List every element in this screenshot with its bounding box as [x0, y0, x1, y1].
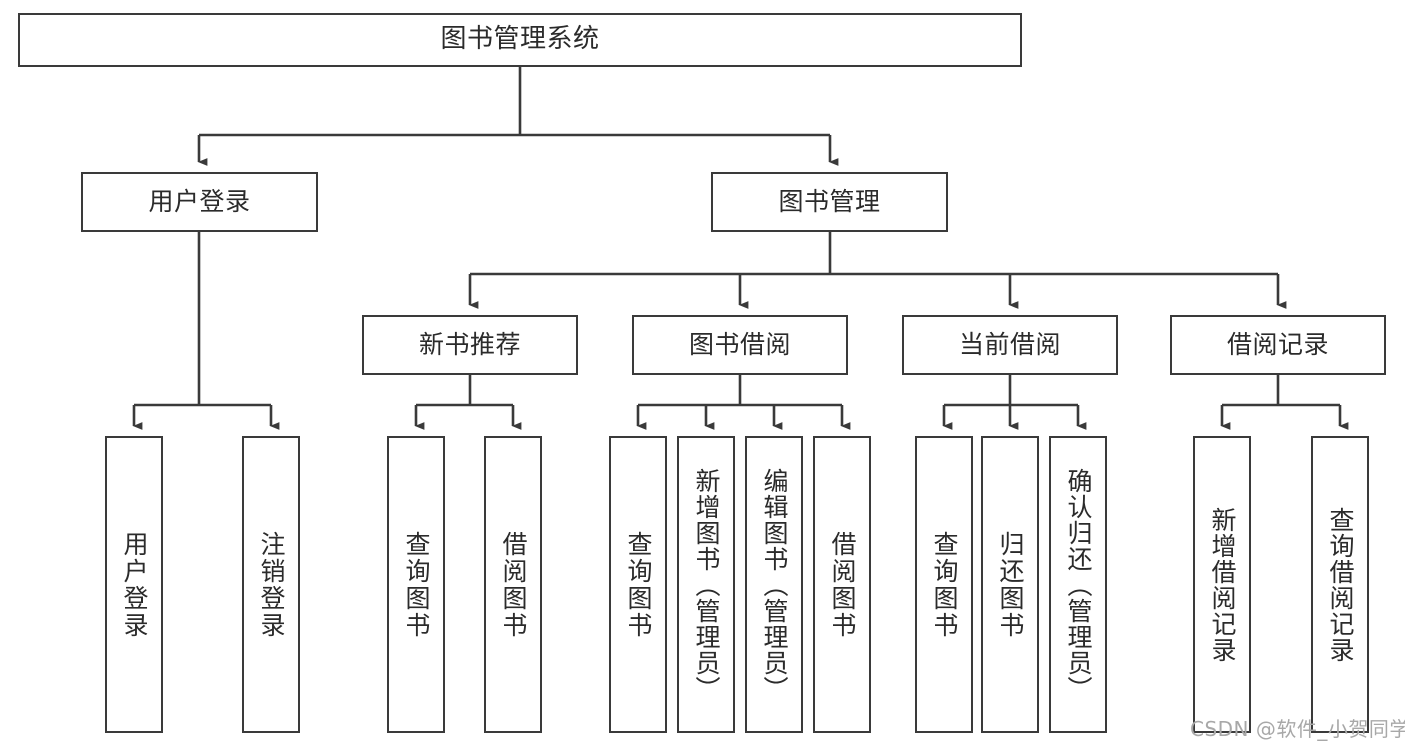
leaf-edit-book-admin[interactable]: 编辑图书（管理员） [745, 436, 803, 733]
leaf-query-book-2[interactable]: 查询图书 [609, 436, 667, 733]
leaf-borrow-book-1[interactable]: 借阅图书 [484, 436, 542, 733]
leaf-borrow-book-2[interactable]: 借阅图书 [813, 436, 871, 733]
leaf-add-book-admin[interactable]: 新增图书（管理员） [677, 436, 735, 733]
node-book-borrow[interactable]: 图书借阅 [632, 315, 848, 375]
leaf-query-book-1[interactable]: 查询图书 [387, 436, 445, 733]
csdn-watermark: CSDN @软件_小贺同学 [1190, 717, 1405, 741]
node-current-borrow[interactable]: 当前借阅 [902, 315, 1118, 375]
leaf-add-borrow-record[interactable]: 新增借阅记录 [1193, 436, 1251, 733]
node-borrow-record[interactable]: 借阅记录 [1170, 315, 1386, 375]
node-user-login[interactable]: 用户登录 [81, 172, 318, 232]
leaf-query-borrow-record[interactable]: 查询借阅记录 [1311, 436, 1369, 733]
node-new-book-recommend[interactable]: 新书推荐 [362, 315, 578, 375]
node-book-management[interactable]: 图书管理 [711, 172, 948, 232]
leaf-logout[interactable]: 注销登录 [242, 436, 300, 733]
leaf-query-book-3[interactable]: 查询图书 [915, 436, 973, 733]
leaf-user-login[interactable]: 用户登录 [105, 436, 163, 733]
root-node[interactable]: 图书管理系统 [18, 13, 1022, 67]
leaf-confirm-return-admin[interactable]: 确认归还（管理员） [1049, 436, 1107, 733]
leaf-return-book[interactable]: 归还图书 [981, 436, 1039, 733]
